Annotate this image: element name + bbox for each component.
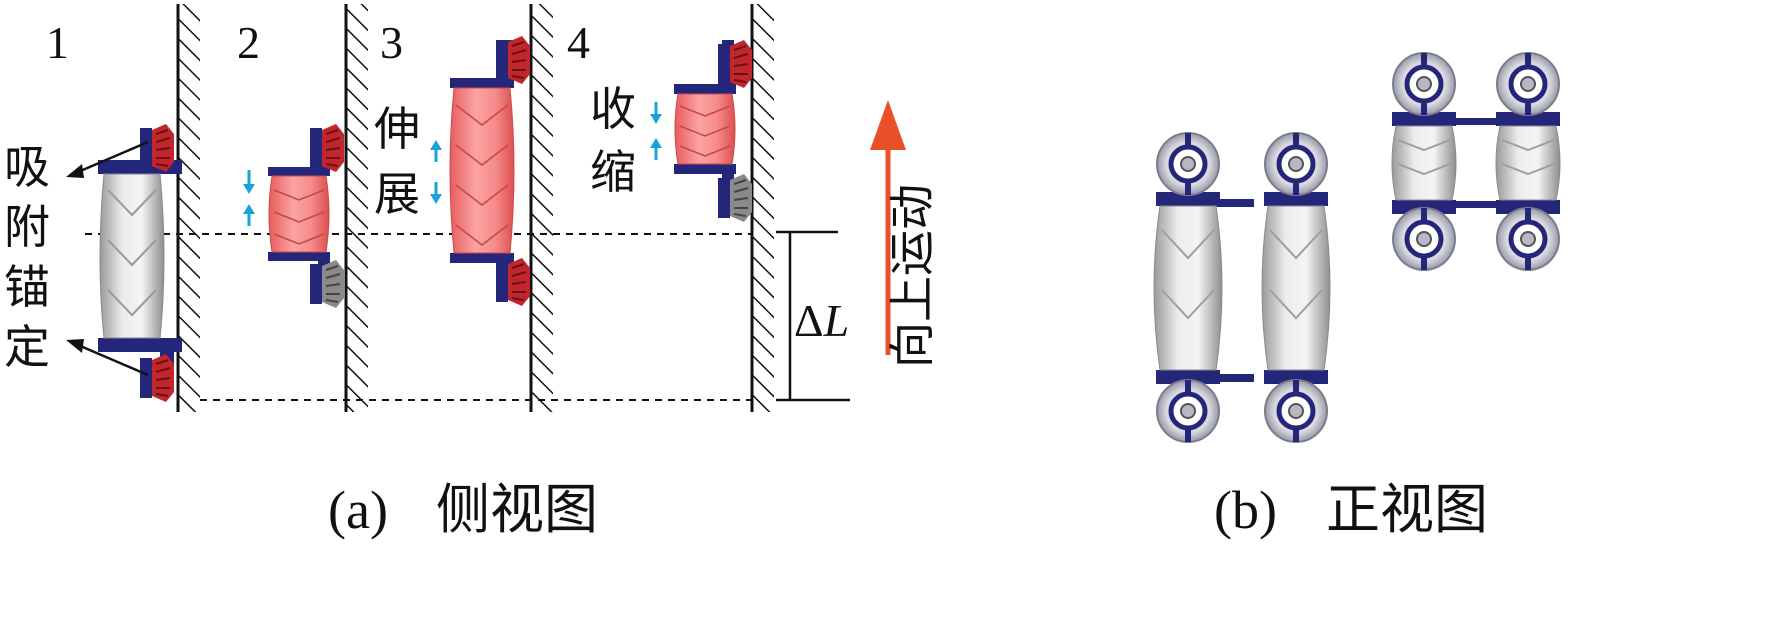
robot-stage-4 <box>674 39 753 223</box>
contract-small-arrows-stage-2 <box>243 170 255 226</box>
caption-a-text: 侧视图 <box>436 478 598 541</box>
stage-number-4: 4 <box>567 17 590 68</box>
suction-cup-icon <box>1393 53 1455 115</box>
suction-cup-icon <box>139 123 175 173</box>
front-view-upper-robot <box>1392 53 1560 270</box>
robot-stage-1 <box>98 123 182 403</box>
caption-b-text: 正视图 <box>1326 478 1488 541</box>
suction-cup-icon <box>1157 133 1219 195</box>
wall-2 <box>344 4 368 412</box>
extend-label-char-1: 伸 <box>374 102 420 156</box>
adsorb-label-char-4: 定 <box>4 320 50 374</box>
move-up-label: 向上运动 <box>885 184 939 368</box>
stage-number-2: 2 <box>237 17 260 68</box>
caption-a-tag: (a) <box>328 480 388 540</box>
contract-small-arrows-stage-4 <box>650 102 662 160</box>
suction-cup-icon <box>1497 53 1559 115</box>
adsorb-label-char-2: 附 <box>4 200 50 254</box>
suction-cup-icon <box>495 35 531 85</box>
stage-number-1: 1 <box>46 17 69 68</box>
suction-cup-icon <box>717 173 753 223</box>
suction-cup-icon <box>139 353 175 403</box>
upward-motion-arrow <box>870 100 906 355</box>
suction-cup-icon <box>495 257 531 307</box>
suction-cup-icon <box>1265 133 1327 195</box>
adsorb-label-char-1: 吸 <box>4 140 50 194</box>
suction-cup-icon <box>1497 208 1559 270</box>
suction-cup-icon <box>1393 208 1455 270</box>
delta-l-label: ΔL <box>794 295 849 346</box>
wall-4 <box>750 4 774 412</box>
contract-label-char-1: 收 <box>590 82 636 136</box>
front-view-lower-robot <box>1153 133 1331 442</box>
delta-symbol: Δ <box>794 295 824 346</box>
suction-cup-icon <box>1157 380 1219 442</box>
robot-stage-2 <box>268 123 345 309</box>
wall-3 <box>529 4 553 412</box>
delta-variable: L <box>823 295 850 346</box>
adsorb-label-char-3: 锚 <box>4 260 50 314</box>
robot-stage-3 <box>449 35 531 307</box>
suction-cup-icon <box>309 123 345 173</box>
extend-small-arrows <box>430 140 442 204</box>
delta-l-dimension <box>776 230 850 402</box>
adsorb-arrows <box>66 140 149 377</box>
stage-number-3: 3 <box>380 17 403 68</box>
suction-cup-icon <box>309 259 345 309</box>
suction-cup-icon <box>717 39 753 89</box>
caption-b-tag: (b) <box>1214 480 1277 540</box>
suction-cup-icon <box>1265 380 1327 442</box>
contract-label-char-2: 缩 <box>590 145 636 199</box>
extend-label-char-2: 展 <box>374 167 420 221</box>
